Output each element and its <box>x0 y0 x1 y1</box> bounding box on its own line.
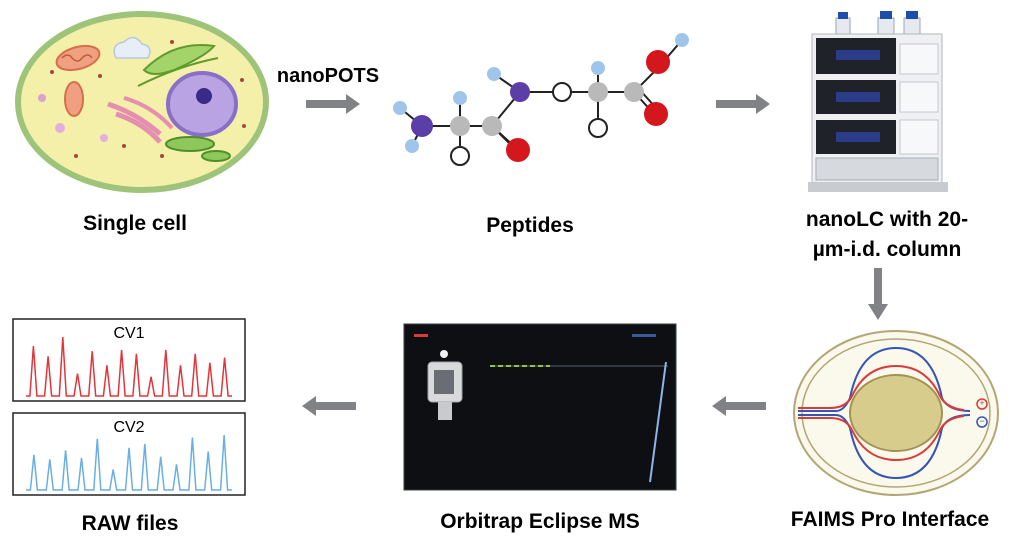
arrow-down <box>868 268 888 320</box>
label-single-cell: Single cell <box>83 212 187 235</box>
spectrum-panel-cv2: CV2 <box>12 412 246 496</box>
spectrum-label-cv1: CV1 <box>113 325 144 342</box>
peptide-molecule <box>393 33 689 166</box>
arrow-label-nanopots: nanoPOTS <box>276 65 380 87</box>
label-peptides: Peptides <box>486 214 574 237</box>
orbitrap-instrument <box>403 323 677 491</box>
arrow-left-2 <box>302 396 356 416</box>
label-orbitrap: Orbitrap Eclipse MS <box>440 510 640 533</box>
nanolc-instrument <box>808 11 948 192</box>
label-nanolc-line1: nanoLC with 20- <box>805 208 969 231</box>
single-cell-illustration <box>15 11 269 193</box>
faims-plus-sign: + <box>979 398 985 408</box>
faims-minus-sign: − <box>979 416 985 426</box>
arrow-right-2 <box>716 94 770 114</box>
label-raw-files: RAW files <box>81 512 179 535</box>
arrow-left-1 <box>712 396 766 416</box>
arrow-right-1 <box>306 94 360 114</box>
label-nanolc-line2: µm-i.d. column <box>812 238 962 261</box>
label-faims: FAIMS Pro Interface <box>790 508 990 531</box>
spectrum-panel-cv1: CV1 <box>12 318 246 402</box>
spectrum-trace-cv2 <box>26 434 232 491</box>
spectrum-trace-cv1 <box>26 337 232 397</box>
spectrum-label-cv2: CV2 <box>113 419 144 436</box>
faims-interface <box>793 330 999 496</box>
